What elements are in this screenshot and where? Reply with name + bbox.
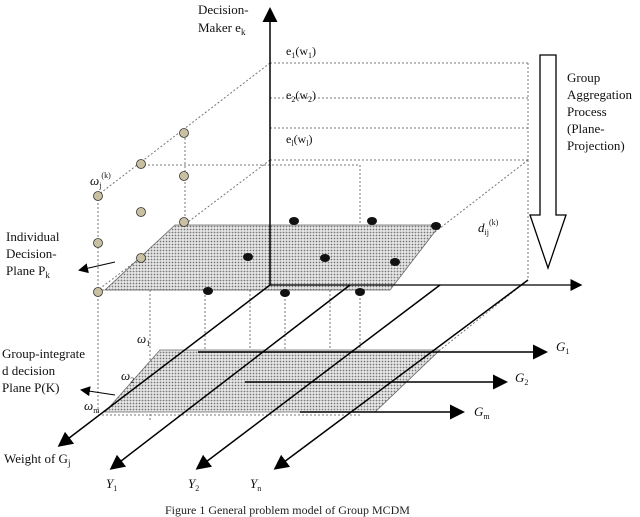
individual-plane-pointer [78, 261, 116, 274]
y1-axis [109, 284, 351, 470]
weight-of-label: Weight of Gj [4, 451, 70, 468]
svg-text:Aggregation: Aggregation [567, 87, 632, 102]
group-aggregation-label: Group Aggregation Process (Plane- Projec… [567, 70, 632, 153]
svg-text:Group-integrate: Group-integrate [2, 346, 85, 361]
group-integrated-plane [104, 349, 441, 413]
e2-label: e2(w2) [286, 88, 316, 104]
svg-text:Projection): Projection) [567, 138, 625, 153]
svg-text:Plane P(K): Plane P(K) [2, 380, 59, 395]
omega-jk-label: ωj(k) [90, 171, 111, 190]
dijk-label: dij(k) [478, 218, 499, 237]
omega1-label: ω1 [137, 331, 150, 348]
el-label: el(wl) [286, 132, 312, 148]
individual-decision-plane [103, 224, 441, 291]
svg-text:Decision-: Decision- [6, 246, 57, 261]
weight-axis [57, 284, 271, 447]
svg-text:(Plane-: (Plane- [567, 121, 605, 136]
y2-axis [195, 284, 441, 470]
aggregation-arrow [529, 54, 567, 271]
omegam-label: ωm [84, 398, 100, 415]
individual-plane-label: Individual Decision- Plane Pk [6, 229, 60, 280]
y2-label: Y2 [188, 476, 199, 493]
g2-label: G2 [515, 370, 528, 387]
group-integrated-label: Group-integrate d decision Plane P(K) [2, 346, 85, 395]
svg-text:Process: Process [567, 104, 607, 119]
decision-maker-label-line2: Maker ek [198, 20, 246, 37]
yn-axis [273, 279, 529, 470]
svg-text:Group: Group [567, 70, 600, 85]
svg-text:Plane Pk: Plane Pk [6, 263, 50, 280]
plane-dots [203, 217, 441, 297]
yn-label: Yn [250, 476, 261, 493]
group-plane-pointer [80, 386, 116, 397]
figure-caption: Figure 1 General problem model of Group … [165, 503, 410, 517]
decision-maker-label-line1: Decision- [198, 2, 249, 17]
svg-text:d decision: d decision [2, 363, 56, 378]
svg-text:Individual: Individual [6, 229, 60, 244]
gm-label: Gm [474, 404, 490, 421]
y1-label: Y1 [106, 476, 117, 493]
g1-label: G1 [556, 339, 569, 356]
omega2-label: ω2 [121, 368, 134, 385]
e1-label: e1(w1) [286, 44, 316, 60]
weight-circles [93, 128, 189, 297]
